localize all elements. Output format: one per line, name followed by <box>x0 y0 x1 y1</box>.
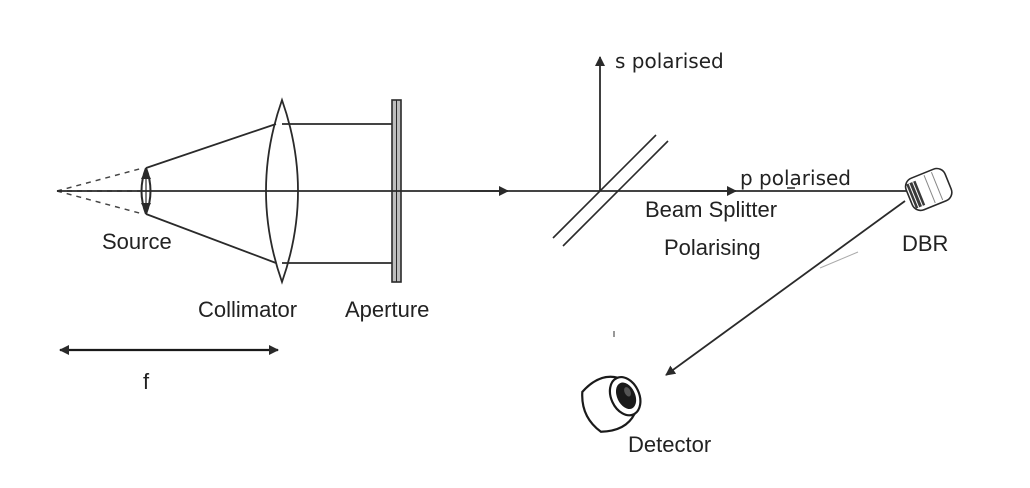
dbr-icon <box>904 167 953 212</box>
reflected-beam <box>665 200 906 376</box>
collimator-label: Collimator <box>198 297 297 322</box>
s-polarised-label: s polarised <box>615 49 724 73</box>
polarising-label: Polarising <box>664 235 761 260</box>
detector-label: Detector <box>628 432 711 457</box>
beam-splitter-plate <box>552 134 669 247</box>
dbr-label: DBR <box>902 231 948 256</box>
collimated-rays <box>282 123 393 264</box>
p-polarised-label: p polarised <box>740 166 851 190</box>
focal-length-label: f <box>143 369 150 394</box>
detector-icon <box>581 375 642 433</box>
beam-splitter-label: Beam Splitter <box>645 197 777 222</box>
aperture-label: Aperture <box>345 297 429 322</box>
diverging-rays <box>145 123 277 264</box>
collimator-lens <box>265 97 299 285</box>
faint-ray <box>819 251 859 269</box>
source-label: Source <box>102 229 172 254</box>
